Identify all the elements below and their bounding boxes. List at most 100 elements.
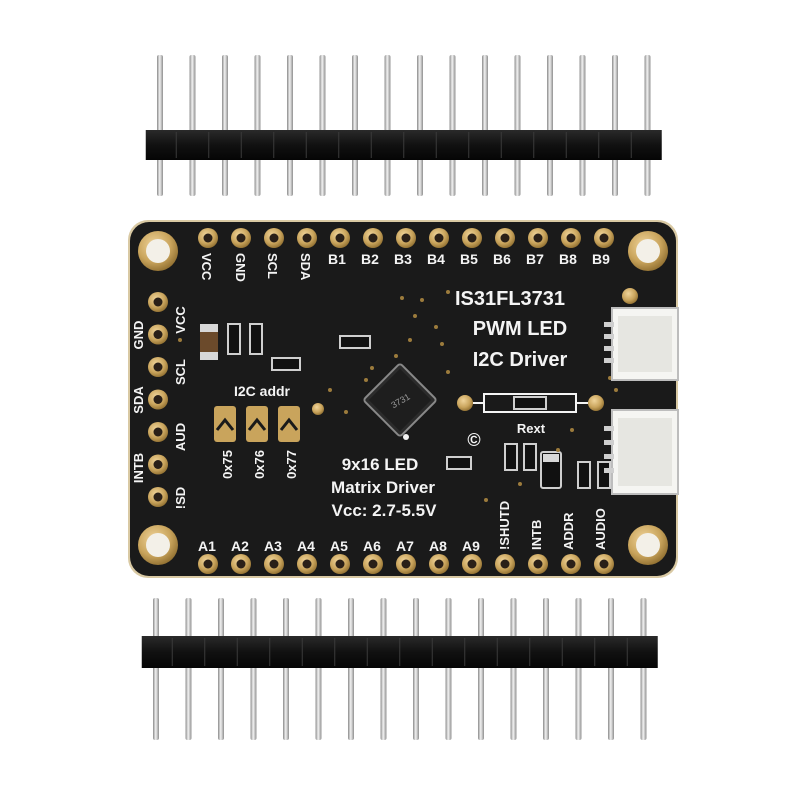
header-pin	[608, 598, 614, 740]
vias	[178, 290, 632, 502]
header-pin	[482, 55, 488, 196]
bottom-pin-labels: A1 A2 A3 A4 A5 A6 A7 A8 A9 !SHUTD INTB A…	[198, 501, 608, 554]
smd-capacitor-left	[200, 324, 218, 360]
header-pin	[287, 55, 293, 196]
header-pin	[250, 598, 257, 740]
header-pin	[449, 55, 456, 196]
pin-label-vcc: VCC	[199, 253, 214, 281]
header-pin	[283, 598, 289, 740]
header-pin	[547, 55, 553, 196]
header-pin	[575, 598, 582, 740]
board-title-line2: PWM LED	[473, 318, 567, 340]
header-pin	[640, 598, 647, 740]
header-pin	[157, 55, 163, 196]
header-pin	[384, 55, 391, 196]
header-pin	[413, 598, 419, 740]
copyright-mark: ©	[467, 430, 480, 450]
pin-label-b6: B6	[493, 251, 511, 267]
pin-label-a9: A9	[462, 538, 480, 554]
jst-connector-top	[604, 307, 679, 381]
header-pin	[185, 598, 192, 740]
addr-label-0x76: 0x76	[252, 450, 267, 479]
pin-label-b9: B9	[592, 251, 610, 267]
pin-label-a6: A6	[363, 538, 381, 554]
pin-label-b5: B5	[460, 251, 478, 267]
left-label-sd: !SD	[173, 487, 188, 509]
pin-label-a4: A4	[297, 538, 315, 554]
mounting-hole-tl	[138, 231, 178, 271]
smd-resistor-7	[523, 443, 537, 471]
header-pin	[153, 598, 159, 740]
pin-label-a8: A8	[429, 538, 447, 554]
is31fl3731-chip: 3731	[363, 363, 437, 440]
left-label-gnd: GND	[131, 321, 146, 350]
board-subtitle-line3: Vcc: 2.7-5.5V	[332, 501, 438, 520]
top-pin-header	[145, 55, 662, 196]
left-label-aud: AUD	[173, 423, 188, 451]
pin-label-a7: A7	[396, 538, 414, 554]
smd-resistor-2	[249, 323, 263, 355]
header-pin	[417, 55, 423, 196]
header-pin	[445, 598, 452, 740]
header-pin	[348, 598, 354, 740]
addr-jumper-0x76	[246, 406, 268, 442]
smd-resistor-4	[339, 335, 371, 349]
pin-label-scl: SCL	[265, 253, 280, 279]
header-pin	[254, 55, 261, 196]
smd-resistor-8	[577, 461, 591, 489]
left-label-vcc: VCC	[173, 306, 188, 334]
rext-label: Rext	[517, 421, 546, 436]
pin-label-a3: A3	[264, 538, 282, 554]
pin-label-b8: B8	[559, 251, 577, 267]
pin-label-b7: B7	[526, 251, 544, 267]
smd-capacitor-right	[540, 451, 562, 489]
header-pin	[218, 598, 224, 740]
smd-resistor-3	[271, 357, 301, 371]
pin-label-gnd: GND	[233, 253, 248, 282]
pin-label-intb: INTB	[529, 520, 544, 550]
pin-label-b2: B2	[361, 251, 379, 267]
header-pin	[319, 55, 326, 196]
smd-resistor-1	[227, 323, 241, 355]
pin-label-sda: SDA	[298, 253, 313, 281]
bottom-pin-header	[141, 598, 658, 740]
header-pin	[579, 55, 586, 196]
addr-jumper-0x77	[278, 406, 300, 442]
addr-jumper-0x75	[214, 406, 236, 442]
addr-label-0x77: 0x77	[284, 450, 299, 479]
left-pin-labels: VCC GND SCL SDA AUD INTB !SD	[131, 306, 188, 510]
left-label-sda: SDA	[131, 386, 146, 414]
pcb-board: VCC GND SCL SDA B1 B2 B3 B4 B5 B6 B7 B8 …	[128, 220, 679, 578]
top-pin-pads	[198, 228, 614, 248]
board-subtitle-line2: Matrix Driver	[331, 478, 435, 497]
mounting-hole-tr	[628, 231, 668, 271]
pin-label-a1: A1	[198, 538, 216, 554]
left-label-scl: SCL	[173, 359, 188, 385]
header-pin	[189, 55, 196, 196]
pin-label-b3: B3	[394, 251, 412, 267]
jst-connector-bottom	[604, 409, 679, 495]
top-pin-labels: VCC GND SCL SDA B1 B2 B3 B4 B5 B6 B7 B8 …	[199, 251, 610, 282]
pin-label-a5: A5	[330, 538, 348, 554]
pin-label-b1: B1	[328, 251, 346, 267]
smd-resistor-6	[504, 443, 518, 471]
header-pin	[644, 55, 651, 196]
bottom-pin-pads	[198, 554, 614, 574]
pin-label-a2: A2	[231, 538, 249, 554]
header-pin	[478, 598, 484, 740]
pin-label-b4: B4	[427, 251, 445, 267]
header-pin	[612, 55, 618, 196]
left-pin-pads	[148, 292, 168, 507]
i2c-addr-label: I2C addr	[234, 383, 291, 399]
left-label-intb: INTB	[131, 453, 146, 483]
header-pin	[510, 598, 517, 740]
mounting-hole-br	[628, 525, 668, 565]
header-pin	[514, 55, 521, 196]
pin-label-audio: AUDIO	[593, 508, 608, 550]
rext-resistor	[457, 393, 604, 413]
header-pin	[380, 598, 387, 740]
addr-label-0x75: 0x75	[220, 450, 235, 479]
pin-label-addr: ADDR	[561, 512, 576, 550]
mounting-hole-bl	[138, 525, 178, 565]
